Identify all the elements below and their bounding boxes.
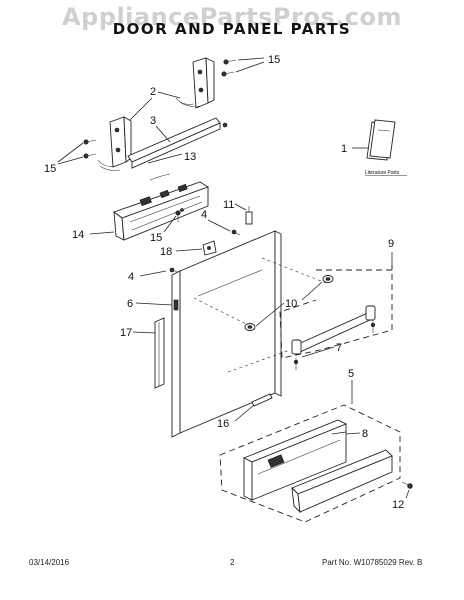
callout-13: 13 [184, 151, 196, 163]
callout-15-top: 15 [268, 54, 280, 66]
screw-center [175, 210, 181, 222]
screw-group-left [83, 139, 97, 159]
callout-5: 5 [348, 368, 354, 380]
callout-18: 18 [160, 246, 172, 258]
callout-10: 10 [285, 298, 297, 310]
callout-15-left: 15 [44, 163, 56, 175]
console-assembly [113, 173, 210, 241]
screw-group-upper [221, 59, 237, 77]
callout-6: 6 [127, 298, 133, 310]
callout-14: 14 [72, 229, 84, 241]
callout-9: 9 [388, 238, 394, 250]
door-latch [245, 206, 253, 225]
handle-standoffs [244, 275, 334, 331]
callout-12: 12 [392, 499, 404, 511]
callout-4-left: 4 [128, 271, 134, 283]
callout-1: 1 [341, 143, 347, 155]
door-vent [251, 393, 273, 407]
toe-panel [291, 449, 393, 514]
kick-plate [242, 419, 348, 501]
callout-16: 16 [217, 418, 229, 430]
callout-8: 8 [362, 428, 368, 440]
screw-upper-right [231, 229, 241, 236]
support-bar [127, 117, 228, 169]
page-title: DOOR AND PANEL PARTS [112, 20, 352, 38]
footer-page-number: 2 [230, 558, 235, 567]
callout-7: 7 [336, 342, 342, 354]
door-gasket [154, 317, 165, 389]
right-hinge-bracket [175, 57, 215, 109]
callout-2: 2 [150, 86, 156, 98]
literature-parts-illustration [366, 119, 396, 161]
callout-11: 11 [223, 199, 234, 211]
callout-17: 17 [120, 327, 132, 339]
callout-3: 3 [150, 115, 156, 127]
latch-bracket [202, 240, 217, 256]
callout-15-center: 15 [150, 232, 162, 244]
toe-panel-screw [401, 481, 413, 489]
literature-parts-label: Literature Parts [365, 170, 400, 176]
construction-lines [193, 257, 327, 373]
door-handle [291, 305, 376, 370]
toe-panel-group [219, 404, 401, 523]
door-panel [171, 230, 282, 438]
callout-4-upper: 4 [201, 209, 207, 221]
left-hinge-bracket [97, 116, 132, 171]
footer-date: 03/14/2016 [29, 558, 70, 567]
footer-part-number: Part No. W10785029 Rev. B [322, 558, 423, 567]
